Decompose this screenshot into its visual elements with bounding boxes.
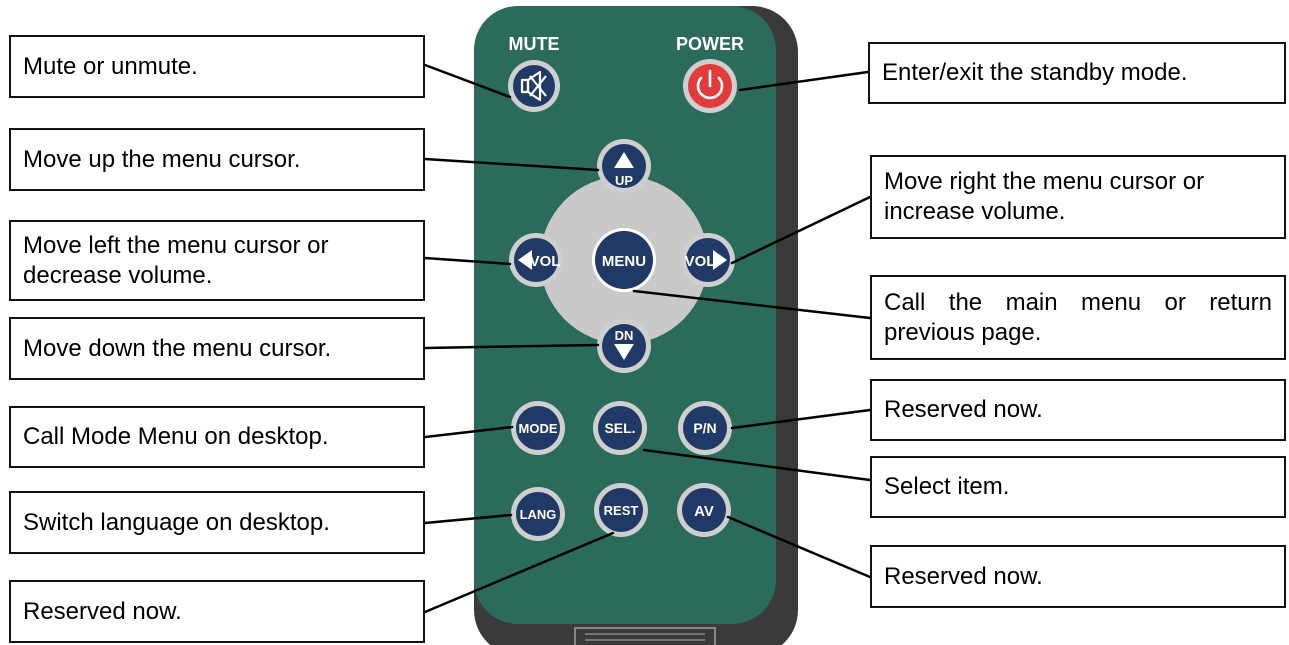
- callout-lang-text: Switch language on desktop.: [23, 508, 330, 536]
- sel-button[interactable]: SEL.: [593, 401, 647, 455]
- sel-label: SEL.: [604, 420, 635, 436]
- callout-mode: Call Mode Menu on desktop.: [9, 406, 425, 468]
- leader-down: [423, 343, 600, 350]
- callout-left: Move left the menu cursor or decrease vo…: [9, 220, 425, 301]
- callout-mute-text: Mute or unmute.: [23, 52, 198, 80]
- triangle-left-icon: [518, 250, 532, 270]
- callout-mute: Mute or unmute.: [9, 35, 425, 98]
- vol-left-button[interactable]: VOL: [509, 233, 563, 287]
- av-label: AV: [694, 503, 714, 520]
- rest-label: REST: [604, 503, 639, 518]
- pn-button[interactable]: P/N: [678, 401, 732, 455]
- triangle-right-icon: [713, 250, 727, 270]
- menu-button[interactable]: MENU: [592, 228, 656, 292]
- callout-power: Enter/exit the standby mode.: [868, 42, 1286, 104]
- leader-power: [738, 70, 870, 92]
- remote-bottom-port: [574, 627, 716, 645]
- callout-up: Move up the menu cursor.: [9, 128, 425, 191]
- mode-label: MODE: [519, 421, 558, 436]
- vol-left-label: VOL: [530, 253, 561, 270]
- mute-button[interactable]: [508, 60, 560, 112]
- callout-sel: Select item.: [870, 456, 1286, 518]
- callout-lang: Switch language on desktop.: [9, 491, 425, 554]
- power-icon: [696, 69, 724, 100]
- vol-right-label: VOL: [685, 253, 716, 270]
- leader-sel: [642, 448, 872, 482]
- down-button[interactable]: DN: [597, 319, 651, 373]
- triangle-up-icon: [614, 152, 634, 168]
- leader-lines: [423, 63, 872, 614]
- callout-rest-text: Reserved now.: [23, 597, 182, 625]
- vol-right-button[interactable]: VOL: [681, 233, 735, 287]
- speaker-mute-icon: [520, 70, 547, 102]
- lang-label: LANG: [520, 507, 557, 522]
- lang-button[interactable]: LANG: [511, 487, 565, 541]
- av-button[interactable]: AV: [677, 483, 731, 537]
- callout-mode-text: Call Mode Menu on desktop.: [23, 423, 329, 450]
- leader-av: [726, 515, 872, 579]
- up-label: UP: [615, 173, 633, 188]
- leader-left: [423, 256, 512, 266]
- dn-label: DN: [615, 328, 634, 343]
- mute-label: MUTE: [509, 34, 560, 54]
- pn-label: P/N: [693, 420, 716, 436]
- callout-pn: Reserved now.: [870, 379, 1286, 441]
- power-label: POWER: [676, 34, 744, 54]
- power-button[interactable]: [683, 59, 737, 113]
- leader-lang: [423, 513, 513, 525]
- callout-right: Move right the menu cursor or increase v…: [870, 155, 1286, 239]
- leader-up: [423, 157, 600, 172]
- callout-av: Reserved now.: [870, 545, 1286, 608]
- callout-down: Move down the menu cursor.: [9, 317, 425, 380]
- triangle-down-icon: [614, 344, 634, 360]
- leader-mode: [423, 425, 514, 439]
- callout-up-text: Move up the menu cursor.: [23, 145, 301, 173]
- callout-menu: Call the main menu or return previous pa…: [870, 275, 1286, 360]
- callout-av-text: Reserved now.: [884, 562, 1043, 590]
- callout-rest: Reserved now.: [9, 580, 425, 643]
- callout-menu-text: Call the main menu or return previous pa…: [884, 288, 1272, 346]
- leader-right: [730, 195, 872, 265]
- leader-pn: [730, 408, 872, 430]
- leader-rest: [423, 531, 615, 614]
- callout-down-text: Move down the menu cursor.: [23, 334, 332, 362]
- leader-mute: [423, 63, 512, 99]
- callout-power-text: Enter/exit the standby mode.: [882, 59, 1188, 86]
- callout-right-text: Move right the menu cursor or increase v…: [884, 168, 1205, 225]
- mode-button[interactable]: MODE: [511, 401, 565, 455]
- menu-label: MENU: [602, 253, 646, 270]
- rest-button[interactable]: REST: [594, 483, 648, 537]
- up-button[interactable]: UP: [597, 139, 651, 193]
- callout-left-text: Move left the menu cursor or decrease vo…: [23, 231, 329, 289]
- leader-menu: [632, 289, 872, 320]
- callout-pn-text: Reserved now.: [884, 396, 1043, 423]
- callout-sel-text: Select item.: [884, 473, 1010, 500]
